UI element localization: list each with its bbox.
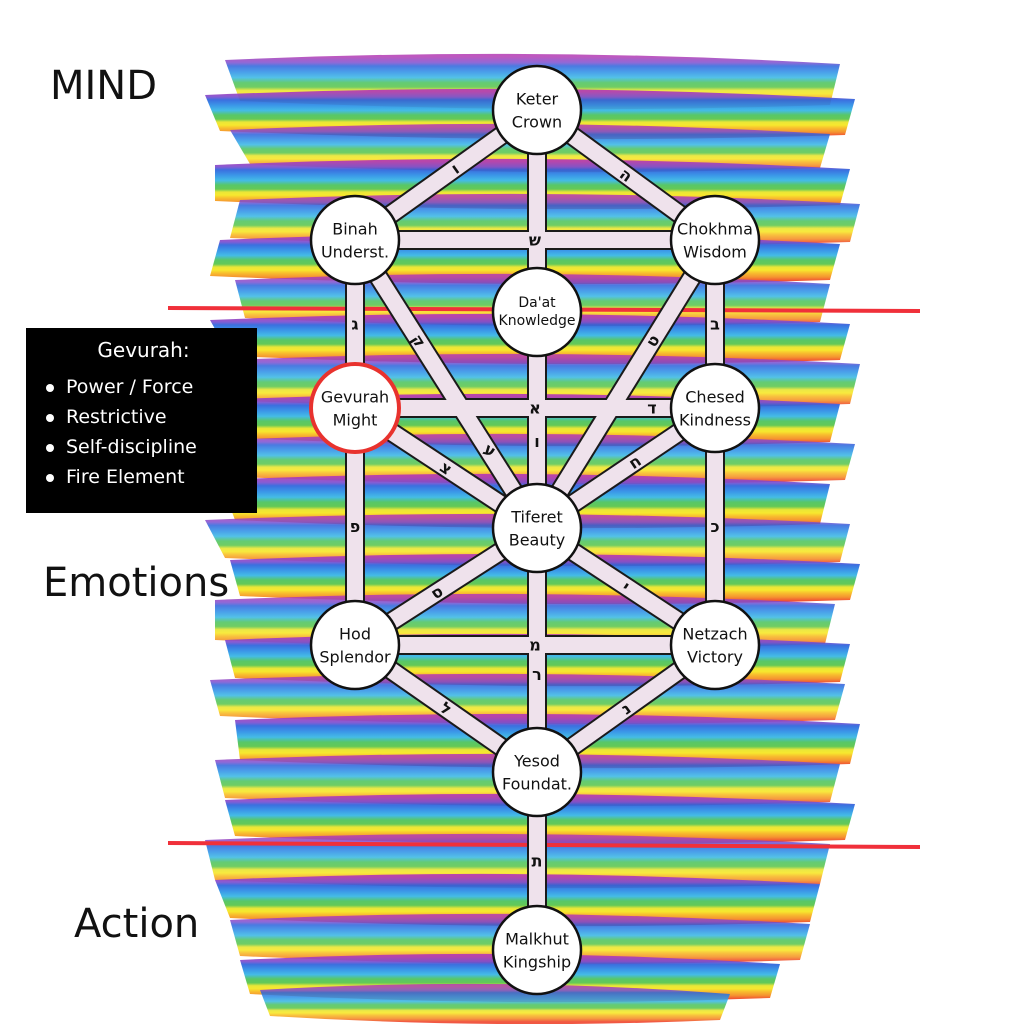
sefirah-name: Hod	[339, 625, 371, 644]
path-letter: מ	[529, 636, 541, 655]
sefirah-name: Binah	[332, 220, 378, 239]
sefirah-meaning: Knowledge	[499, 313, 576, 329]
sefirah-name: Netzach	[682, 625, 747, 644]
path-letter: כ	[710, 517, 719, 536]
sefirah-circle	[309, 599, 401, 691]
info-box-item: Restrictive	[44, 402, 243, 432]
path-letter: ש	[529, 231, 541, 250]
sefirah-meaning: Kindness	[679, 411, 751, 430]
sefirah-meaning: Might	[333, 411, 378, 430]
sefirah-circle	[669, 362, 761, 454]
sefirah-meaning: Splendor	[319, 648, 391, 667]
sefirah-circle	[309, 194, 401, 286]
sefirah-name: Gevurah	[321, 388, 389, 407]
info-box-list: Power / Force Restrictive Self-disciplin…	[44, 372, 243, 492]
path-letter: ת	[532, 852, 543, 871]
sefirah-meaning: Victory	[687, 648, 743, 667]
sefirah-circle	[491, 64, 583, 156]
sefirah-meaning: Wisdom	[683, 243, 747, 262]
paint-stroke	[215, 873, 820, 927]
sefirah-meaning: Crown	[512, 113, 562, 132]
path-letter: ד	[647, 399, 656, 418]
sefirah-name: Tiferet	[510, 508, 563, 527]
info-box-item: Power / Force	[44, 372, 243, 402]
sefirah-name: Yesod	[513, 752, 560, 771]
sefirah-name: Malkhut	[505, 930, 569, 949]
sefirah-circle	[669, 599, 761, 691]
section-label-emotions: Emotions	[43, 560, 230, 606]
paint-stroke	[260, 983, 730, 1024]
path-letter: ר	[532, 665, 542, 684]
sefirah-meaning: Kingship	[503, 953, 571, 972]
sefirah-meaning: Foundat.	[502, 775, 572, 794]
path-band	[348, 235, 544, 533]
path-letter: ב	[710, 315, 720, 334]
path-letter: א	[529, 399, 541, 418]
sefirah-circle	[669, 194, 761, 286]
path-letter: ג	[351, 315, 358, 334]
sefirah-circle	[491, 482, 583, 574]
path-band	[530, 235, 722, 533]
path-letter: פ	[350, 517, 361, 536]
sefirah-meaning: Underst.	[321, 243, 389, 262]
sefirah-name: Keter	[516, 90, 559, 109]
sefirah-name: Chesed	[685, 388, 745, 407]
info-box-item: Fire Element	[44, 462, 243, 492]
info-box-item: Self-discipline	[44, 432, 243, 462]
sefirah-circle	[491, 266, 583, 358]
sefirah-name: Chokhma	[677, 220, 753, 239]
sefirah-circle	[491, 904, 583, 996]
gevurah-info-box: Gevurah: Power / Force Restrictive Self-…	[26, 328, 257, 513]
sefirah-name: Da'at	[518, 295, 556, 311]
sefirah-circle	[491, 726, 583, 818]
sefirah-circle	[309, 362, 401, 454]
sefirah-meaning: Beauty	[509, 531, 566, 550]
path-letter: ו	[534, 432, 540, 451]
section-label-mind: MIND	[50, 63, 158, 109]
section-label-action: Action	[74, 901, 200, 947]
info-box-title: Gevurah:	[97, 338, 190, 362]
